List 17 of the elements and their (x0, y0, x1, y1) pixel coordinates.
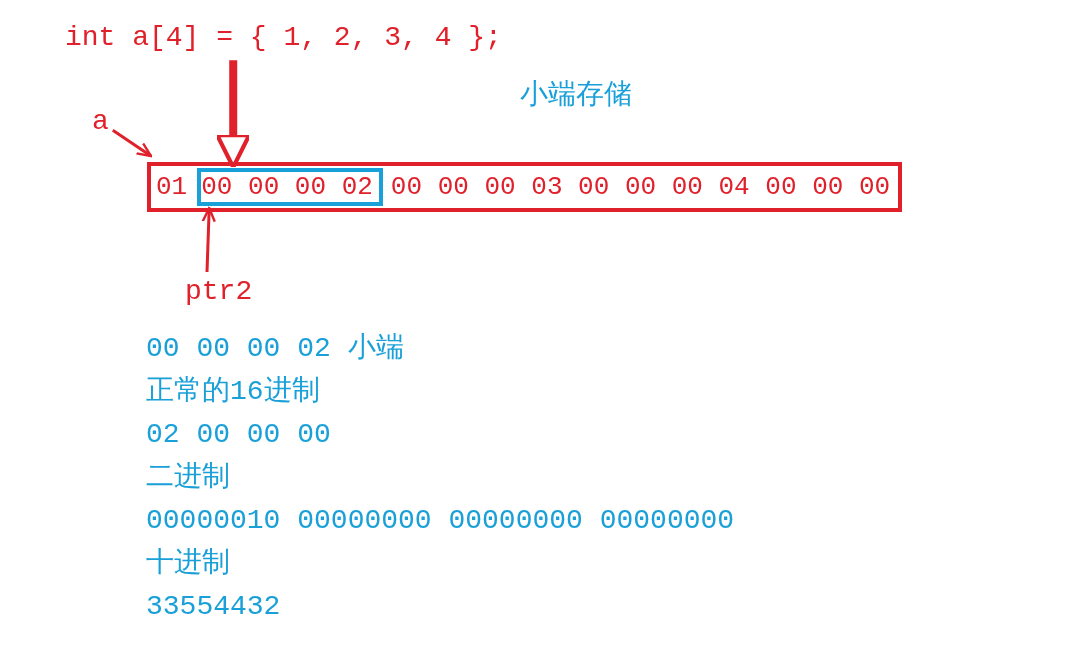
highlighted-bytes-box: 00 00 00 02 (197, 168, 383, 206)
pointer-name: ptr2 (185, 276, 253, 309)
heading-text: 小端存储 (520, 80, 632, 113)
arrow (111, 128, 153, 158)
note-line: 00 00 00 02 小端 (146, 333, 404, 366)
note-line: 十进制 (146, 548, 230, 581)
note-line: 02 00 00 00 (146, 419, 331, 452)
code-text: int a[4] = { 1, 2, 3, 4 }; (65, 22, 502, 55)
note-line: 00000010 00000000 00000000 00000000 (146, 505, 735, 538)
byte-values: 01 (155, 172, 189, 202)
arrow (201, 206, 216, 273)
note-line: 二进制 (146, 462, 230, 495)
pointer-name: a (92, 106, 109, 139)
note-line: 正常的16进制 (146, 376, 320, 409)
memory-row-box (147, 162, 903, 212)
byte-values: 00 00 00 03 00 00 00 04 00 00 00 (389, 172, 892, 202)
note-line: 33554432 (146, 591, 281, 624)
